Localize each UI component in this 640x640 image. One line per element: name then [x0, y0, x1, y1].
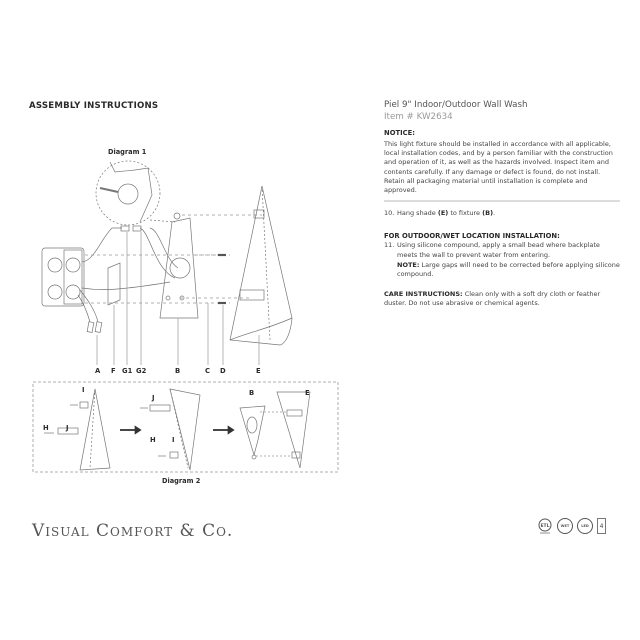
instruction-column: Piel 9" Indoor/Outdoor Wall Wash Item # … [384, 100, 620, 309]
outdoor-heading: FOR OUTDOOR/WET LOCATION INSTALLATION: [384, 232, 560, 241]
step-11: 11. Using silicone compound, apply a sma… [384, 241, 620, 279]
part-label-d: D [220, 367, 226, 375]
care-instructions: CARE INSTRUCTIONS: Clean only with a sof… [384, 289, 601, 308]
item-number: Item # KW2634 [384, 112, 453, 122]
notice-heading: NOTICE: [384, 129, 415, 137]
part-label-g1: G1 [122, 367, 133, 375]
step-text: Hang shade (E) to fixture (B). [397, 209, 496, 218]
d2-label-j: J [66, 424, 69, 432]
d2-label-h: H [43, 424, 49, 432]
diagram2-title: Diagram 2 [162, 477, 201, 485]
note-label: NOTE: [397, 260, 420, 269]
product-title: Piel 9" Indoor/Outdoor Wall Wash [384, 100, 528, 110]
care-label: CARE INSTRUCTIONS: [384, 289, 463, 298]
part-label-e: E [256, 367, 261, 375]
step-text: Using silicone compound, apply a small b… [397, 241, 620, 279]
d2-label-e: E [305, 389, 310, 397]
step-number: 11. [384, 241, 395, 250]
divider [384, 200, 620, 203]
certification-badges: ETL WET LED 4 [537, 518, 606, 534]
part-label-b: B [175, 367, 181, 375]
d2-label-b: B [249, 389, 255, 397]
d2-label-h2: H [150, 436, 156, 444]
page-number: 4 [597, 518, 606, 534]
step-number: 10. [384, 209, 395, 218]
d2-label-i: I [82, 386, 85, 394]
diagram1-title: Diagram 1 [108, 148, 147, 156]
d2-label-j2: J [152, 394, 155, 402]
led-icon: LED [577, 518, 593, 534]
svg-text:ETL: ETL [540, 523, 549, 529]
etl-listed-icon: ETL [537, 518, 553, 534]
part-label-g2: G2 [136, 367, 147, 375]
part-label-c: C [205, 367, 210, 375]
wet-rated-icon: WET [557, 518, 573, 534]
step-10: 10. Hang shade (E) to fixture (B). [384, 209, 620, 218]
part-label-f: F [111, 367, 116, 375]
notice-body: This light fixture should be installed i… [384, 140, 613, 195]
part-label-a: A [95, 367, 101, 375]
brand-logo: Visual Comfort & Co. [32, 521, 234, 541]
section-title: ASSEMBLY INSTRUCTIONS [29, 101, 159, 111]
d2-label-i2: I [172, 436, 175, 444]
